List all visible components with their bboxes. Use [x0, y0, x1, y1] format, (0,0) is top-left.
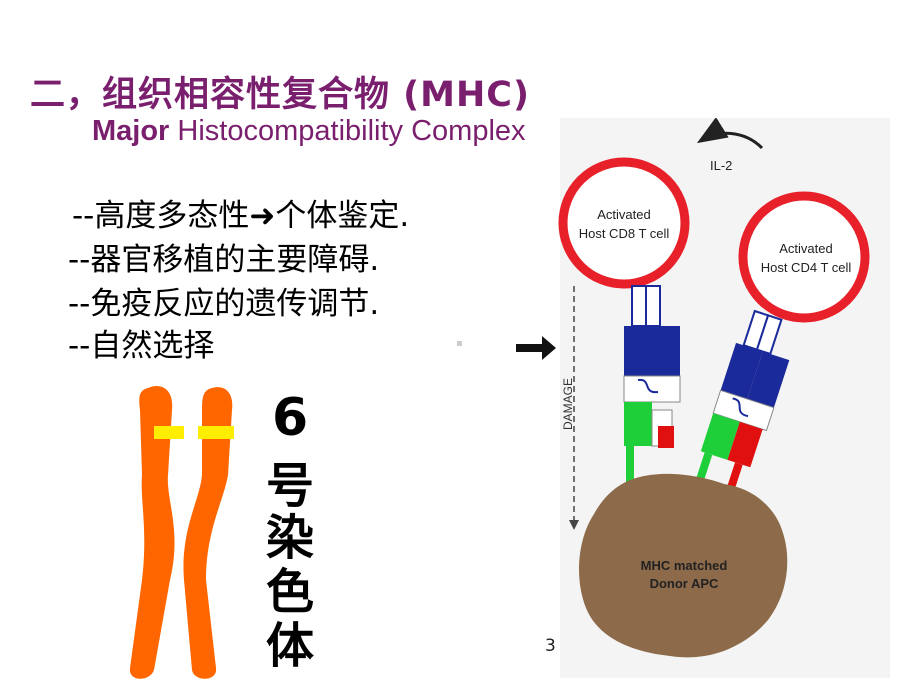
chromosome-number: 6 [272, 388, 309, 448]
slide-title: 二，组织相容性复合物 (MHC) [30, 75, 530, 115]
arrow-right-icon [516, 336, 556, 360]
cd4-label-line1: Activated [779, 241, 832, 256]
left-band [154, 426, 184, 439]
subtitle-major: Major [92, 115, 170, 147]
chromosome-char-ran: 染 [266, 510, 315, 566]
page-number: 3 [545, 636, 556, 656]
cd8-label-line1: Activated [597, 207, 650, 222]
right-chromatid [183, 387, 233, 679]
bullet-transplant: --器官移植的主要障碍. [68, 242, 380, 278]
cd4-receptor-complex [695, 309, 790, 490]
subtitle-rest: Histocompatibility Complex [169, 115, 526, 147]
bullet-immune-regulation: --免疫反应的遗传调节. [68, 286, 380, 322]
cd4-cell-ring [738, 191, 870, 323]
decorative-dot [457, 341, 462, 346]
cd4-label-line2: Host CD4 T cell [761, 260, 852, 275]
cd8-receptor-complex [623, 285, 681, 486]
cd8-label-line2: Host CD8 T cell [579, 226, 670, 241]
donor-apc-cell [579, 473, 788, 658]
bullet-polymorphism: --高度多态性➜个体鉴定. [72, 198, 410, 234]
cd8-cell-ring [558, 157, 690, 289]
slide-subtitle: Major Histocompatibility Complex [92, 115, 526, 148]
chromosome-char-se: 色 [266, 564, 315, 620]
right-band [198, 426, 234, 439]
chromosome-char-hao: 号 [266, 458, 315, 514]
bullet-natural-selection: --自然选择 [68, 328, 215, 364]
il2-arrow-icon [696, 118, 764, 150]
left-chromatid [129, 386, 175, 679]
chromosome-6-illustration [129, 386, 234, 679]
apc-label-line2: Donor APC [650, 576, 719, 591]
apc-label-line1: MHC matched [641, 558, 728, 573]
damage-label: DAMAGE [561, 378, 575, 430]
il2-label: IL-2 [710, 158, 732, 173]
damage-arrowhead-icon [569, 520, 579, 530]
chromosome-char-ti: 体 [266, 618, 315, 674]
mhc-tcell-diagram: IL-2 Activated Host CD8 T cell Activated… [516, 118, 890, 678]
